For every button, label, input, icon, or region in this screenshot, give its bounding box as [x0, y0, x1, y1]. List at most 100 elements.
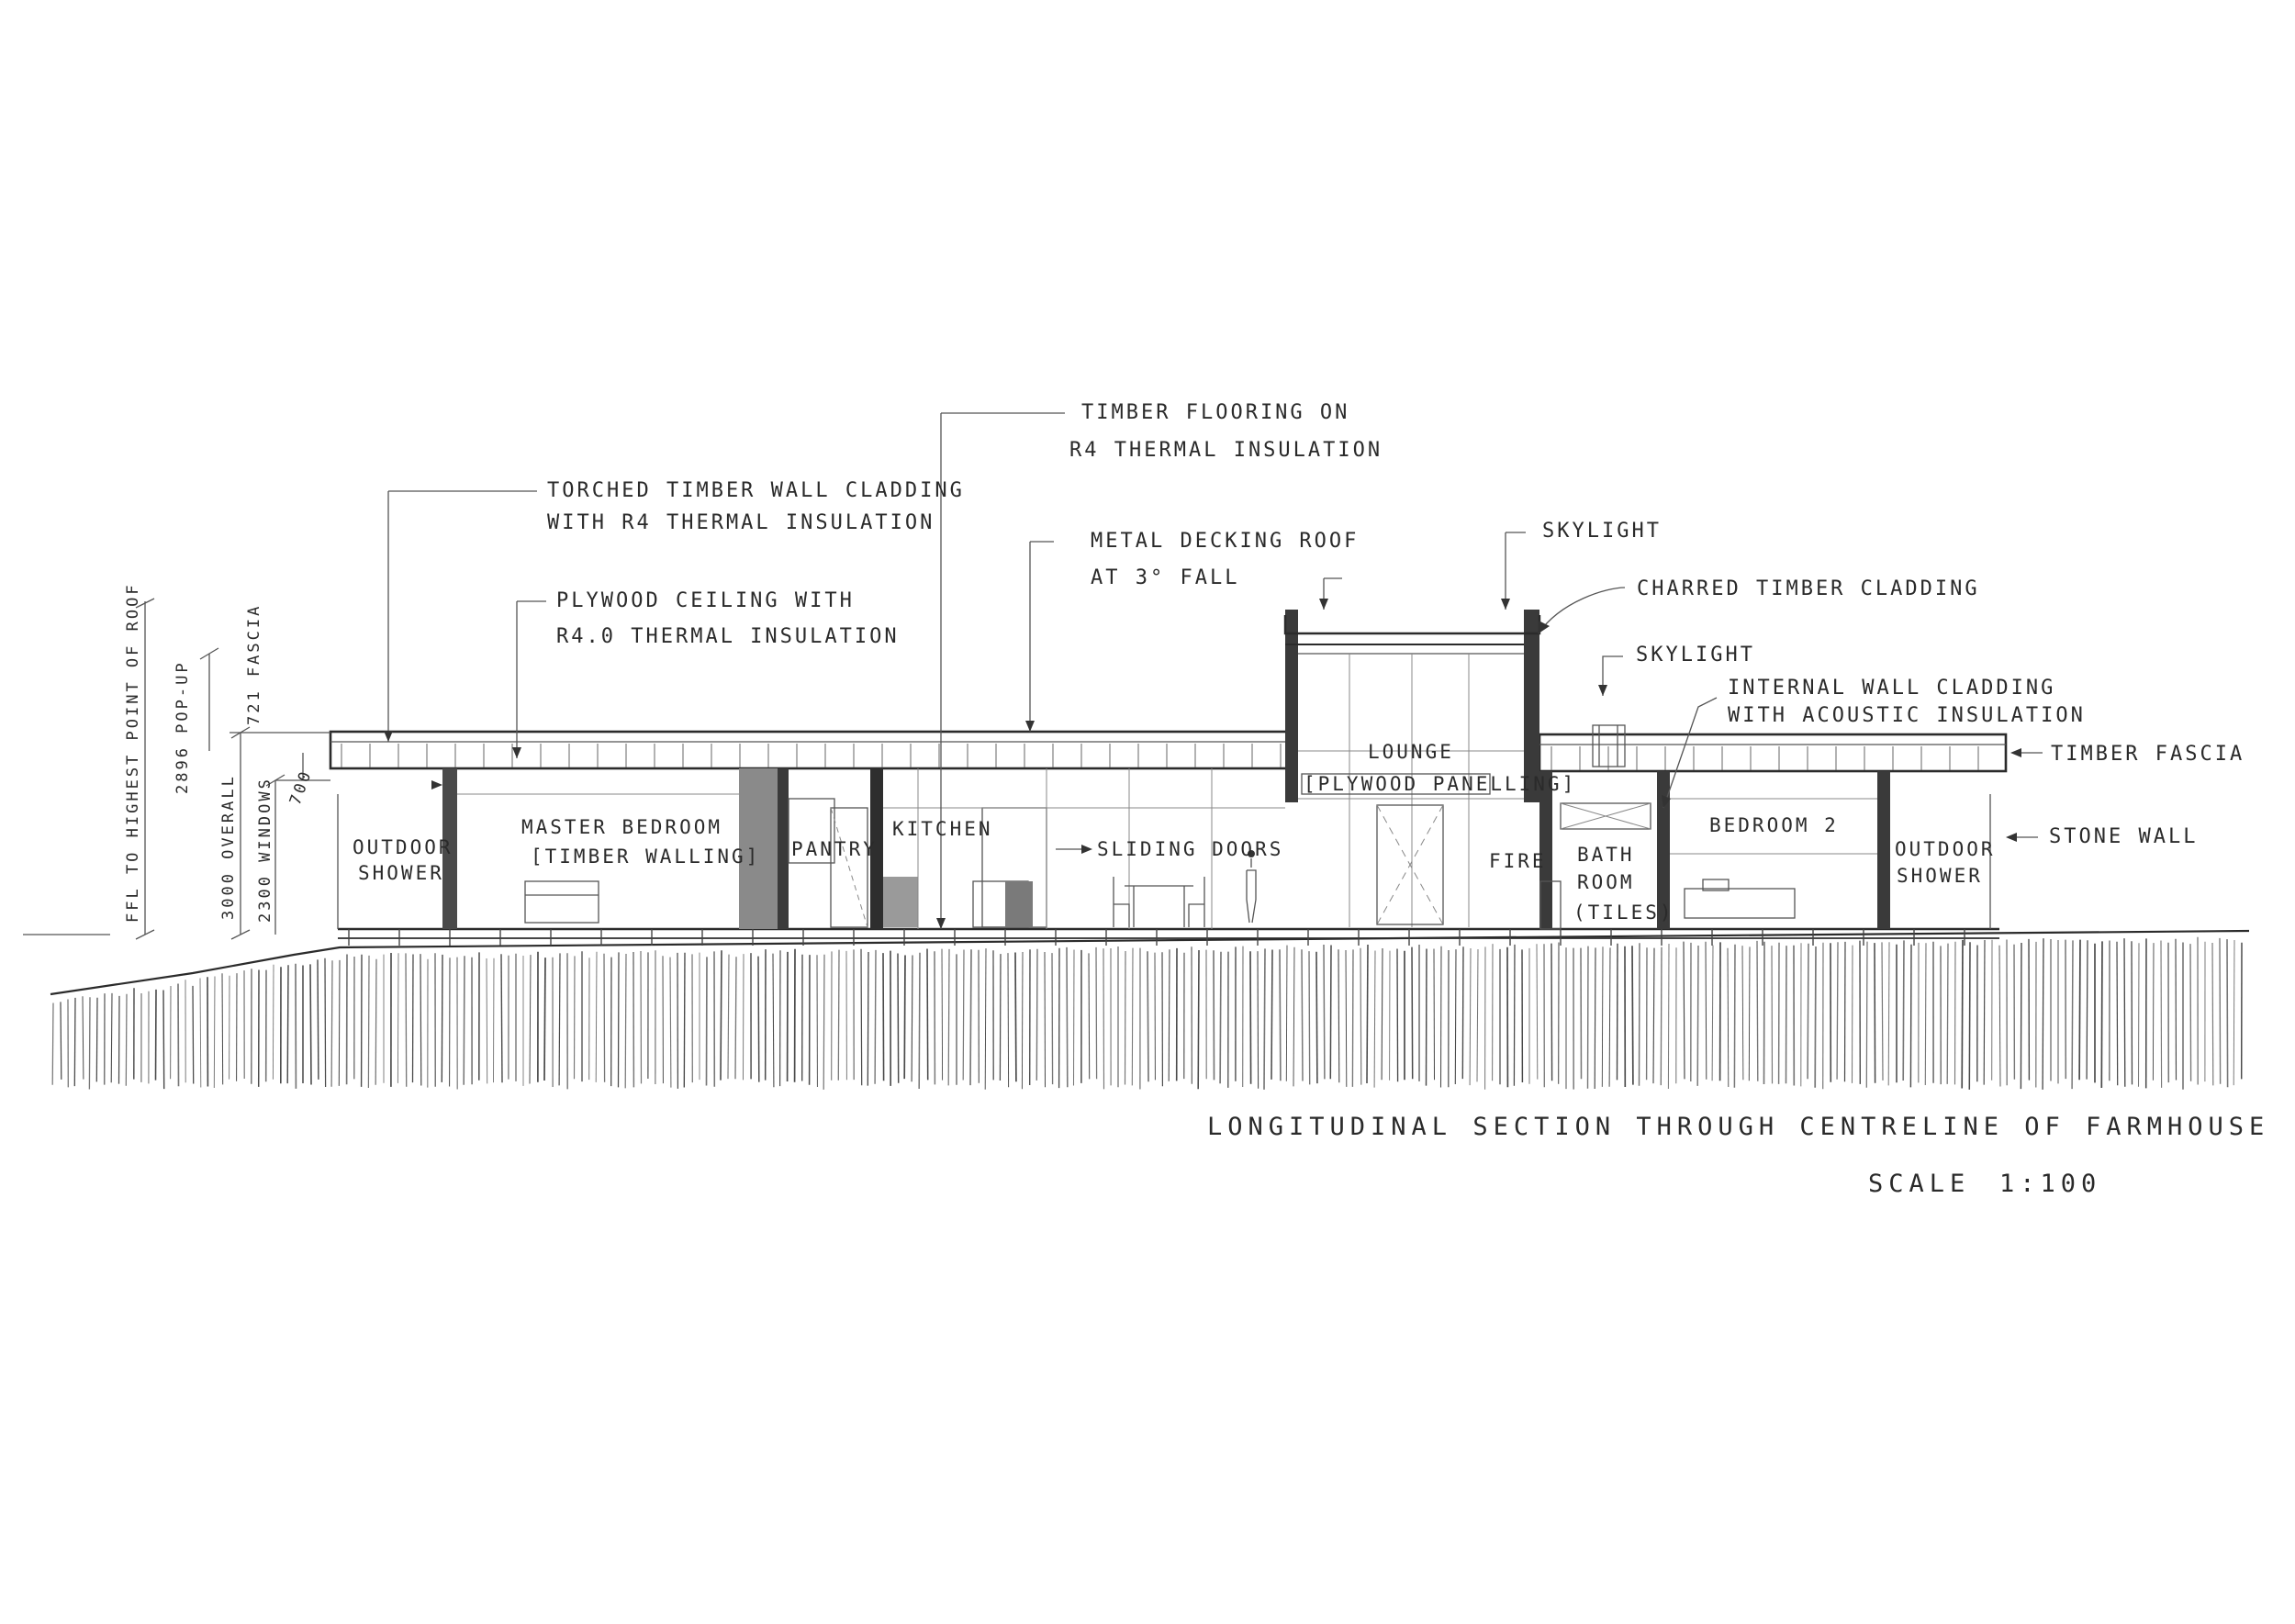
ground-hatch-line: [1469, 947, 1472, 1086]
ground-hatch-line: [962, 949, 965, 1081]
ground-hatch-line: [882, 953, 885, 1081]
ground-hatch-line: [1580, 947, 1583, 1080]
note-plywood-ceiling-1: PLYWOOD CEILING WITH: [556, 589, 855, 612]
ground-hatch-line: [1696, 945, 1699, 1086]
ground-hatch-line: [2189, 944, 2192, 1081]
ground-hatch-line: [603, 953, 606, 1082]
note-torched-cladding-1: TORCHED TIMBER WALL CLADDING: [547, 479, 965, 502]
ground-hatch-line: [823, 954, 825, 1090]
ground-hatch-line: [1551, 943, 1553, 1081]
ground-hatch-line: [73, 997, 76, 1087]
ground-hatch-line: [1476, 948, 1479, 1082]
ground-hatch-line: [1961, 939, 1964, 1089]
ground-hatch-line: [720, 950, 722, 1081]
dim-ffl-to-roof: FFL TO HIGHEST POINT OF ROOF: [124, 582, 142, 923]
note-stone-wall: STONE WALL: [2049, 825, 2198, 848]
floor-slab: [338, 927, 1999, 946]
title-block: LONGITUDINAL SECTION THROUGH CENTRELINE …: [1207, 1113, 2269, 1198]
ground-hatch-line: [1021, 951, 1024, 1090]
ground-hatch-line: [1705, 941, 1707, 1080]
main-roof: [329, 730, 1292, 770]
ground-hatch-line: [1909, 944, 1912, 1088]
ground-hatch-line: [1946, 943, 1949, 1084]
ground-hatch-line: [1279, 949, 1282, 1081]
ground-hatch-line: [1968, 942, 1971, 1090]
ground-hatch-line: [1652, 947, 1655, 1084]
ground-hatch-line: [969, 949, 972, 1086]
ground-hatch-line: [1345, 949, 1348, 1087]
ground-hatch-line: [1036, 948, 1038, 1081]
ground-hatch-line: [1601, 946, 1604, 1087]
ground-hatch-line: [1103, 948, 1105, 1090]
floor-joists: [348, 929, 1965, 946]
room-outdoor-shower-right-2: SHOWER: [1897, 865, 1983, 887]
ground-hatch-line: [1249, 951, 1252, 1084]
dimension-strings: [135, 598, 330, 940]
ground-hatch-line: [1998, 945, 2001, 1087]
ground-hatch-line: [2131, 941, 2133, 1085]
ground-hatch-line: [1131, 947, 1134, 1086]
right-roof: [1538, 733, 2008, 773]
note-skylight-top: SKYLIGHT: [1542, 520, 1662, 543]
ground-hatch-line: [1168, 949, 1170, 1081]
ground-hatch-line: [272, 964, 274, 1080]
note-plywood-ceiling-2: R4.0 THERMAL INSULATION: [556, 625, 900, 648]
ground-hatch-line: [1631, 946, 1634, 1085]
ground-hatch-line: [1461, 946, 1464, 1080]
ground-hatch-line: [2071, 940, 2074, 1090]
room-lounge: LOUNGE: [1368, 741, 1454, 763]
ground-hatch-line: [309, 964, 312, 1085]
ground-hatch-line: [411, 954, 414, 1083]
ground-hatch-line: [1293, 946, 1295, 1087]
ground-hatch-line: [367, 955, 370, 1089]
ground-hatch-line: [1271, 949, 1273, 1080]
ground-hatch-line: [2211, 942, 2214, 1086]
ground-line: [23, 929, 2250, 996]
ground-hatching: [51, 936, 2243, 1090]
ground-hatch-line: [1014, 952, 1017, 1082]
ground-hatch-line: [683, 952, 686, 1088]
dim-small: 700: [286, 767, 316, 808]
ground-hatch-line: [82, 996, 84, 1080]
ground-hatch-line: [705, 957, 708, 1086]
room-bath-2: ROOM: [1577, 871, 1635, 893]
ground-hatch-line: [1095, 946, 1098, 1080]
ground-hatch-line: [317, 959, 319, 1080]
ground-hatch-line: [1315, 951, 1318, 1084]
room-pantry: PANTRY: [791, 838, 878, 860]
ground-hatch-line: [1814, 946, 1817, 1088]
ground-hatch-line: [1756, 940, 1759, 1081]
ground-hatch-line: [772, 953, 775, 1088]
ground-hatch-line: [1924, 943, 1927, 1086]
ground-hatch-line: [1836, 942, 1839, 1080]
ground-hatch-line: [1536, 944, 1539, 1080]
ground-hatch-line: [1263, 948, 1266, 1090]
dim-overall: 3000 OVERALL: [219, 774, 238, 920]
ground-hatch-line: [1586, 946, 1589, 1089]
dim-windows: 2300 WINDOWS: [256, 777, 274, 923]
dim-popup: 2896 POP-UP: [174, 660, 192, 794]
ground-hatch-line: [947, 948, 950, 1086]
ground-hatch-line: [860, 948, 863, 1086]
ground-hatch-line: [1667, 943, 1670, 1090]
dimension-labels: FFL TO HIGHEST POINT OF ROOF 2896 POP-UP…: [124, 582, 316, 923]
annotations: TORCHED TIMBER WALL CLADDING WITH R4 THE…: [547, 401, 2242, 860]
lounge-popup: [1283, 610, 1541, 927]
ground-hatch-line: [125, 993, 128, 1086]
ground-hatch-line: [874, 949, 877, 1084]
ground-hatch-line: [757, 956, 760, 1082]
ground-hatch-line: [95, 997, 98, 1082]
ground-hatch-line: [2233, 939, 2235, 1086]
ground-hatch-line: [1741, 946, 1744, 1081]
ground-hatch-line: [837, 949, 840, 1081]
drawing-title: LONGITUDINAL SECTION THROUGH CENTRELINE …: [1207, 1113, 2269, 1141]
note-torched-cladding-2: WITH R4 THERMAL INSULATION: [547, 511, 935, 534]
ground-hatch-line: [1902, 940, 1905, 1081]
ground-hatch-line: [88, 997, 91, 1090]
ground-hatch-line: [1051, 953, 1054, 1085]
ground-hatch-line: [2123, 938, 2126, 1087]
ground-hatch-line: [1733, 944, 1736, 1088]
ground-hatch-line: [1513, 944, 1516, 1086]
ground-hatch-line: [286, 965, 289, 1084]
ground-hatch-line: [330, 960, 333, 1087]
